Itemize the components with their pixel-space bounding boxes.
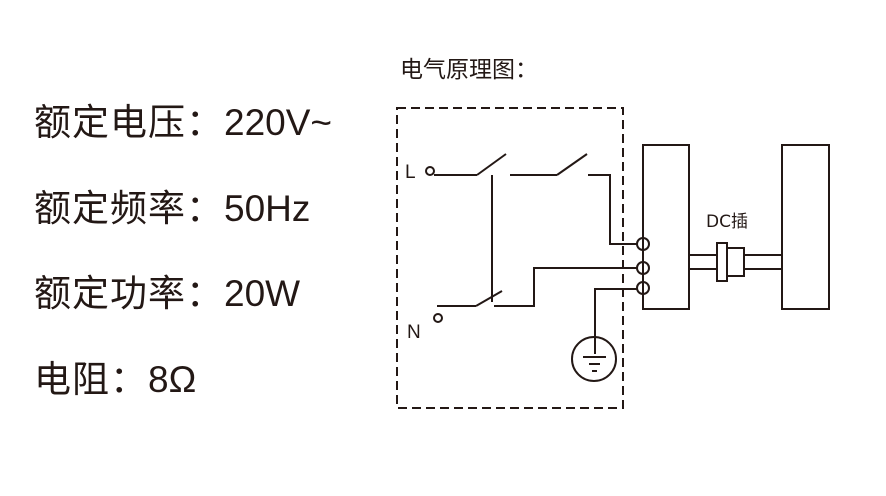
ground-wire: [594, 288, 638, 354]
spec-resistance: 电阻：8Ω: [34, 360, 196, 400]
wire-to-terminal-1: [588, 174, 638, 245]
spec-label: 额定电压：: [34, 101, 224, 144]
spec-value: 220V~: [224, 102, 333, 143]
neutral-label: N: [407, 322, 421, 343]
dc-connector-label: DC插: [706, 212, 748, 232]
device-box-left: [642, 144, 690, 310]
switch-2-blade: [556, 153, 588, 176]
live-terminal-icon: [425, 166, 435, 176]
dc-plug-flange-icon: [716, 242, 728, 282]
dc-plug-body-icon: [726, 247, 745, 277]
diagram-title: 电气原理图：: [400, 57, 538, 83]
spec-label: 额定频率：: [34, 187, 224, 230]
spec-rated-power: 额定功率：20W: [34, 274, 300, 314]
spec-value: 8Ω: [148, 359, 197, 400]
ground-icon: [571, 336, 617, 382]
spec-label: 额定功率：: [34, 272, 224, 315]
enclosure-boundary: [396, 107, 624, 409]
spec-rated-frequency: 额定频率：50Hz: [34, 189, 310, 229]
spec-value: 50Hz: [224, 188, 311, 229]
spec-rated-voltage: 额定电压：220V~: [34, 103, 332, 143]
switch-1-blade: [476, 153, 507, 176]
wire-to-terminal-2: [494, 267, 638, 307]
spec-value: 20W: [224, 273, 301, 314]
live-label: L: [405, 162, 416, 183]
neutral-terminal-icon: [433, 313, 443, 323]
switch-3-blade: [475, 290, 503, 307]
spec-label: 电阻：: [34, 358, 148, 401]
device-box-right: [781, 144, 830, 310]
